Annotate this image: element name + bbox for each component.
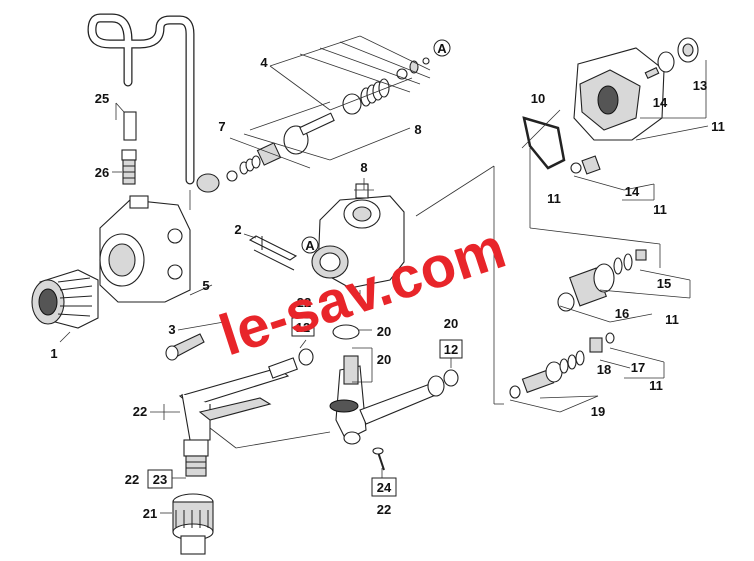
center-housing (311, 183, 405, 289)
label-part-5: 5 (202, 278, 209, 293)
label-part-20-c: 20 (444, 316, 458, 331)
label-part-7: 7 (218, 119, 225, 134)
hose-connector-21 (172, 493, 214, 555)
label-part-8-center: 8 (360, 160, 367, 175)
label-part-10: 10 (531, 91, 545, 106)
label-part-22-c: 22 (377, 502, 391, 517)
label-part-14-a: 14 (653, 95, 668, 110)
valve-14 (570, 155, 601, 175)
label-part-11-b: 11 (711, 119, 725, 134)
label-part-17: 17 (631, 360, 645, 375)
label-part-22-a: 22 (133, 404, 147, 419)
label-part-14-b: 14 (625, 184, 640, 199)
o-ring-12a (298, 348, 314, 366)
label-part-11-c: 11 (653, 202, 667, 217)
leader-lines-left (59, 102, 452, 514)
label-part-15: 15 (657, 276, 671, 291)
pump-head-body (99, 195, 191, 303)
label-part-19: 19 (591, 404, 605, 419)
label-box-12a (291, 317, 315, 337)
trigger-lance (178, 357, 298, 477)
label-part-8-top: 8 (414, 122, 421, 137)
detail-marker-a1: A (433, 39, 451, 57)
clip-2 (248, 235, 298, 271)
valve-16 (557, 249, 647, 312)
label-part-16: 16 (615, 306, 629, 321)
leader-lines-top (229, 35, 431, 169)
detail-a1-text: A (437, 41, 447, 56)
coupling-1 (31, 269, 99, 329)
label-part-1: 1 (50, 346, 57, 361)
right-pump-block (573, 37, 699, 141)
valve-assembly-top (196, 57, 430, 193)
label-part-11-d: 11 (665, 312, 679, 327)
label-part-18: 18 (597, 362, 611, 377)
label-part-11-a: 11 (547, 191, 561, 206)
label-part-24: 24 (377, 480, 392, 495)
screw-24 (372, 447, 385, 471)
label-part-21: 21 (143, 506, 157, 521)
label-part-22-b: 22 (125, 472, 139, 487)
detail-marker-a2: A (301, 236, 319, 254)
label-box-24 (371, 477, 397, 497)
o-ring-12b (443, 369, 459, 387)
label-part-25: 25 (95, 91, 109, 106)
hose-tube (87, 13, 195, 185)
valve-19 (509, 332, 615, 399)
leader-lines-right (415, 60, 709, 413)
label-part-12-a: 12 (296, 320, 310, 335)
label-part-11-e: 11 (649, 378, 663, 393)
label-part-22-d: 22 (297, 295, 311, 310)
label-part-23: 23 (153, 472, 167, 487)
label-part-20-b: 20 (377, 352, 391, 367)
label-part-12-b: 12 (444, 342, 458, 357)
label-box-12b (439, 339, 463, 359)
label-part-2: 2 (234, 222, 241, 237)
label-part-20-a: 20 (377, 324, 391, 339)
label-part-3: 3 (168, 322, 175, 337)
label-box-23 (147, 469, 173, 489)
label-part-26: 26 (95, 165, 109, 180)
screw-3 (165, 333, 205, 361)
label-part-13: 13 (693, 78, 707, 93)
label-part-4: 4 (260, 55, 268, 70)
detail-a2-text: A (305, 238, 315, 253)
lance-body-right (329, 355, 445, 445)
fitting-26 (121, 149, 137, 185)
o-ring-20 (332, 324, 360, 340)
